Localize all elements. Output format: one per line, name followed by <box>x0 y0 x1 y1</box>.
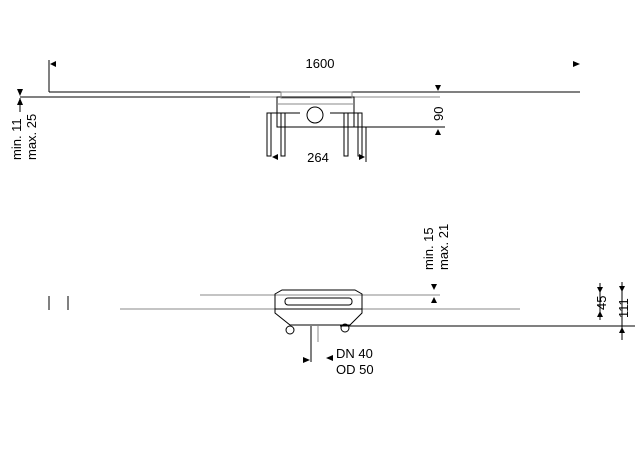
arrow-up-icon <box>597 311 603 317</box>
arrow-right-icon <box>303 357 310 363</box>
drain-lower-body <box>274 308 363 326</box>
foot-lug <box>285 325 295 335</box>
arrow-right-icon <box>573 61 580 67</box>
arrow-left-icon <box>359 154 365 160</box>
arrow-down-icon <box>619 286 625 292</box>
arrow-down-icon <box>431 284 437 290</box>
arrow-up-icon <box>619 327 625 333</box>
outlet-circle <box>306 106 324 124</box>
width-dimension: 264 <box>307 150 329 165</box>
adjust-min-label: min. 11 <box>9 118 24 160</box>
length-dimension: 1600 <box>306 56 335 71</box>
adjust-max-label: max. 21 <box>436 224 451 270</box>
arrow-left-icon <box>50 61 56 67</box>
grate-slot <box>284 297 353 306</box>
height-45-label: 45 <box>594 296 609 310</box>
pipe-od-label: OD 50 <box>336 362 374 377</box>
pipe-dn-label: DN 40 <box>336 346 373 361</box>
top-view: 1600 min. 11 max. 25 90 264 <box>9 56 580 165</box>
height-dimension: 90 <box>431 107 446 121</box>
arrow-up-icon <box>435 129 441 135</box>
arrow-down-icon <box>17 89 23 96</box>
height-111-label: 111 <box>616 298 631 318</box>
arrow-up-icon <box>431 297 437 303</box>
adjust-min-label: min. 15 <box>421 227 436 270</box>
arrow-right-icon <box>272 154 278 160</box>
arrow-down-icon <box>597 287 603 293</box>
side-view: DN 40 OD 50 min. 15 max. 21 45 111 <box>48 224 635 377</box>
foot-lug <box>340 323 350 333</box>
leveling-feet <box>266 112 363 157</box>
drain-body <box>276 96 355 128</box>
drain-grate <box>280 91 353 99</box>
arrow-left-icon <box>326 355 333 361</box>
arrow-down-icon <box>435 85 441 91</box>
drain-body <box>274 289 363 310</box>
adjust-max-label: max. 25 <box>24 114 39 160</box>
